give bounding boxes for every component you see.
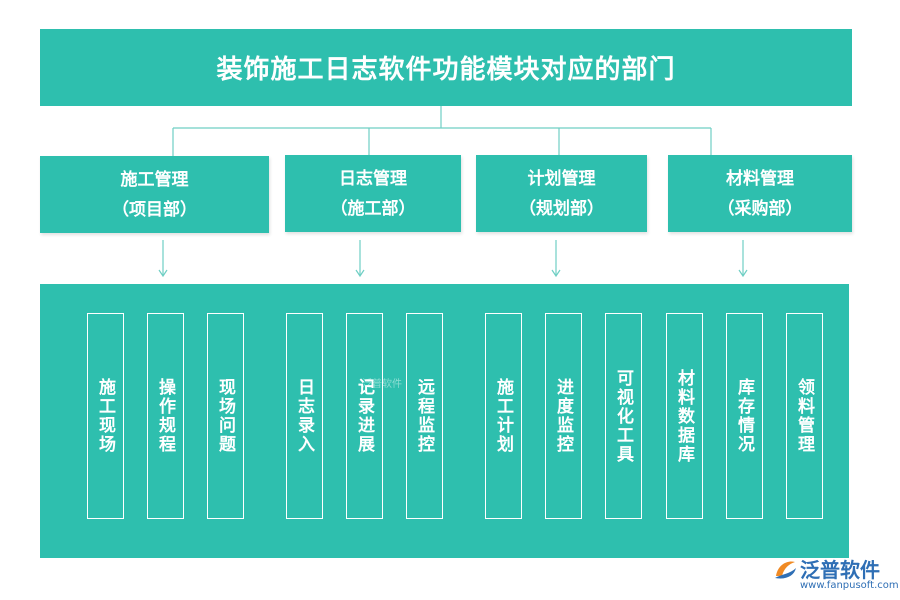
dept-name: 施工管理 [120, 169, 189, 190]
dept-box-construction: 施工管理 （项目部） [40, 156, 269, 233]
dept-name: 计划管理 [527, 168, 596, 189]
arrow-head-2 [355, 269, 365, 278]
module-label: 施工计划 [493, 378, 513, 454]
dept-name: 材料管理 [726, 168, 794, 189]
module-box: 库存情况 [726, 313, 763, 519]
module-label: 进度监控 [553, 378, 573, 454]
module-box: 远程监控 [406, 313, 443, 519]
dept-unit: （项目部） [112, 199, 197, 220]
fanpu-logo-icon [775, 561, 796, 579]
logo-url: www.fanpusoft.com [800, 580, 899, 591]
dept-box-log: 日志管理 （施工部） [285, 155, 461, 232]
module-label: 记录进展 [354, 378, 374, 454]
brand-logo: 泛普软件 www.fanpusoft.com [772, 554, 899, 596]
module-label: 施工现场 [95, 378, 115, 454]
dept-unit: （规划部） [519, 198, 604, 219]
module-box: 施工计划 [485, 313, 522, 519]
modules-panel [40, 284, 849, 558]
module-box: 材料数据库 [666, 313, 703, 519]
dept-unit: （采购部） [717, 198, 803, 219]
module-label: 库存情况 [734, 378, 754, 454]
diagram-title: 装饰施工日志软件功能模块对应的部门 [40, 29, 852, 106]
module-label: 现场问题 [215, 378, 235, 454]
module-label: 可视化工具 [613, 368, 633, 464]
arrow-head-3 [551, 269, 561, 278]
module-label: 材料数据库 [674, 368, 694, 464]
arrow-head-4 [738, 269, 748, 278]
dept-box-plan: 计划管理 （规划部） [476, 155, 647, 232]
module-box: 可视化工具 [605, 313, 642, 519]
module-label: 日志录入 [294, 378, 314, 454]
module-label: 领料管理 [794, 378, 814, 454]
watermark: 泛普软件 [362, 379, 402, 390]
logo-name: 泛普软件 [800, 558, 880, 582]
module-box: 领料管理 [786, 313, 823, 519]
dept-box-material: 材料管理 （采购部） [668, 155, 852, 232]
module-label: 远程监控 [414, 378, 434, 454]
arrow-head-1 [158, 269, 168, 278]
module-box: 操作规程 [147, 313, 184, 519]
module-label: 操作规程 [155, 378, 175, 454]
dept-name: 日志管理 [339, 168, 407, 189]
module-box: 施工现场 [87, 313, 124, 519]
module-box: 日志录入 [286, 313, 323, 519]
module-box: 现场问题 [207, 313, 244, 519]
module-box: 进度监控 [545, 313, 582, 519]
dept-unit: （施工部） [330, 198, 416, 219]
module-box: 记录进展 [346, 313, 383, 519]
